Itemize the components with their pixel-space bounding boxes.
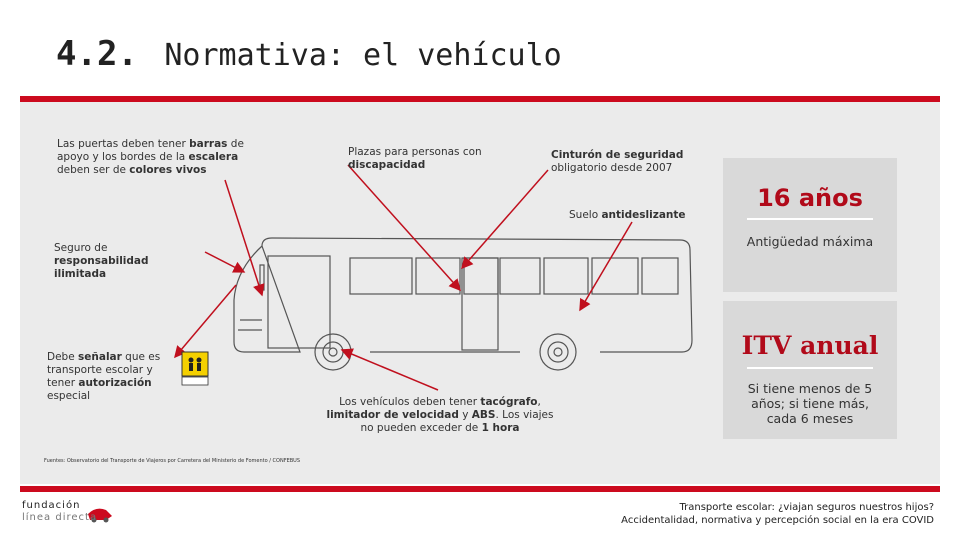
note-insurance-text: Seguro de (54, 242, 108, 254)
max-age-label: Antigüedad máxima (746, 234, 874, 249)
note-signal-bold: autorización (78, 377, 152, 389)
note-tachograph-bold: limitador de velocidad (326, 409, 459, 421)
note-tachograph-text: . Los viajes no pueden exceder de (360, 409, 554, 434)
page-title: 4.2. Normativa: el vehículo (56, 34, 562, 74)
arrow-insurance (204, 251, 246, 273)
note-tachograph-bold: ABS (471, 409, 496, 421)
bus-illustration (233, 237, 693, 371)
note-signal-text: Debe (47, 351, 79, 363)
note-belt-bold: Cinturón de seguridad (551, 149, 684, 161)
note-tachograph-text: , (537, 396, 541, 408)
footer-caption: Transporte escolar: ¿viajan seguros nues… (621, 501, 934, 527)
max-age-value: 16 años (757, 184, 863, 212)
footer-divider (20, 486, 940, 492)
card-divider (747, 218, 873, 220)
note-signal: Debe señalar que es transporte escolar y… (47, 351, 182, 403)
callout-arrows (174, 164, 633, 391)
logo-line-1: fundación (22, 500, 81, 511)
note-tachograph-bold: tacógrafo (480, 396, 538, 408)
note-floor: Suelo antideslizante (569, 209, 699, 222)
note-signal-text: especial (47, 390, 91, 402)
note-doors-bold: barras (189, 138, 228, 150)
arrow-signal (174, 284, 237, 359)
note-seats: Plazas para personas con discapacidad (348, 146, 498, 172)
arrow-belt (461, 169, 549, 270)
footer-line-1: Transporte escolar: ¿viajan seguros nues… (679, 502, 934, 513)
note-belt-text: obligatorio desde 2007 (551, 162, 673, 174)
note-doors: Las puertas deben tener barras de apoyo … (57, 138, 247, 177)
note-seats-text: Plazas para personas con (348, 146, 482, 158)
note-tachograph-bold: 1 hora (481, 422, 520, 434)
note-insurance-bold: responsabilidad ilimitada (54, 255, 149, 280)
arrow-floor (579, 221, 633, 312)
max-age-card: 16 años Antigüedad máxima (723, 158, 897, 292)
note-tachograph-text: y (458, 409, 472, 421)
note-doors-text: deben ser de (57, 164, 130, 176)
note-floor-bold: antideslizante (601, 209, 686, 221)
footer-logo: fundación línea directa (22, 500, 97, 524)
source-note: Fuentes: Observatorio del Transporte de … (44, 458, 300, 464)
fundacion-logo-icon (88, 508, 112, 523)
note-doors-bold: escalera (188, 151, 239, 163)
footer-line-2: Accidentalidad, normativa y percepción s… (621, 515, 934, 526)
arrow-seats (347, 164, 462, 292)
header-divider (20, 96, 940, 102)
logo-line-2: línea directa (22, 512, 98, 523)
note-signal-text: que es transporte escolar y tener (47, 351, 161, 389)
note-tachograph-text: Los vehículos deben tener (339, 396, 481, 408)
card-divider (747, 367, 873, 369)
note-belt: Cinturón de seguridad obligatorio desde … (551, 149, 701, 175)
note-seats-bold: discapacidad (348, 159, 426, 171)
itv-label: Si tiene menos de 5 años; si tiene más, … (747, 381, 873, 426)
note-doors-text: Las puertas deben tener (57, 138, 190, 150)
note-doors-bold: colores vivos (129, 164, 207, 176)
note-signal-bold: señalar (78, 351, 122, 363)
itv-card: ITV anual Si tiene menos de 5 años; si t… (723, 301, 897, 439)
school-bus-sign-icon (181, 351, 209, 386)
note-tachograph: Los vehículos deben tener tacógrafo, lim… (320, 396, 560, 435)
itv-value: ITV anual (741, 331, 879, 360)
arrow-tachograph (340, 348, 439, 391)
note-doors-text: de apoyo y los bordes de la (57, 138, 244, 163)
arrow-doors (224, 179, 265, 297)
section-title: Normativa: el vehículo (164, 38, 562, 73)
note-floor-text: Suelo (569, 209, 602, 221)
section-number: 4.2. (56, 34, 138, 74)
note-insurance: Seguro de responsabilidad ilimitada (54, 242, 204, 281)
